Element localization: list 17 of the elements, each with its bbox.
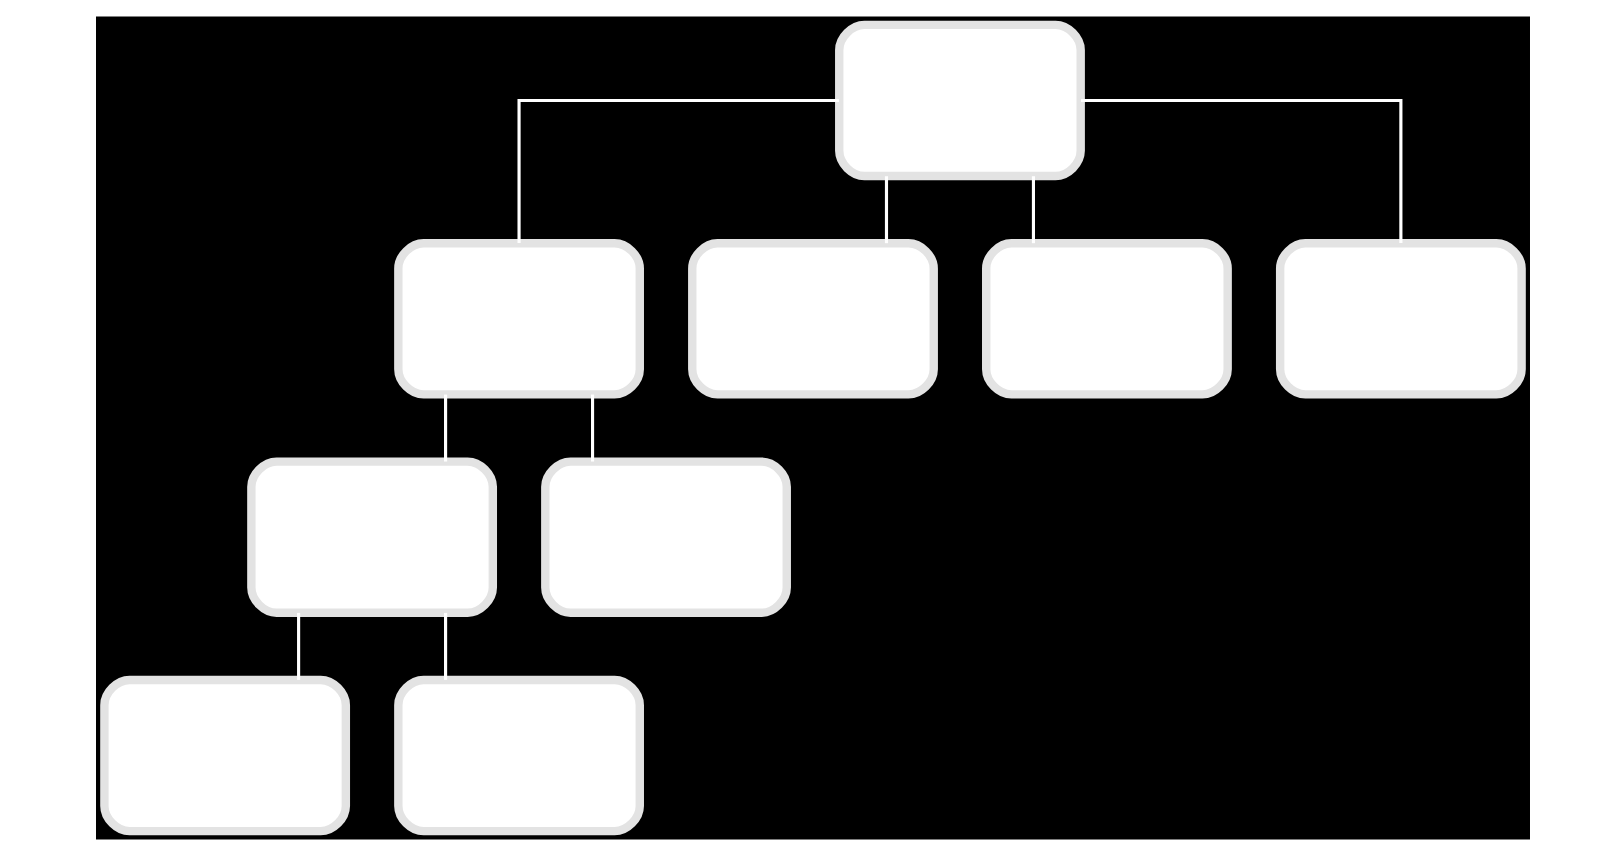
connector <box>883 176 888 244</box>
connector <box>443 394 447 462</box>
connector <box>589 394 594 462</box>
node-box <box>246 457 496 617</box>
node-box <box>393 239 643 399</box>
connector <box>516 98 838 244</box>
connector <box>1030 176 1035 244</box>
connector <box>296 612 300 680</box>
node-box <box>393 675 643 836</box>
node-box <box>834 20 1084 181</box>
connector <box>443 612 447 680</box>
node-box <box>540 457 790 617</box>
node-box <box>687 239 937 399</box>
node-box <box>99 675 350 836</box>
node-box <box>1274 239 1525 399</box>
connector <box>1080 98 1402 244</box>
node-box <box>981 239 1231 399</box>
